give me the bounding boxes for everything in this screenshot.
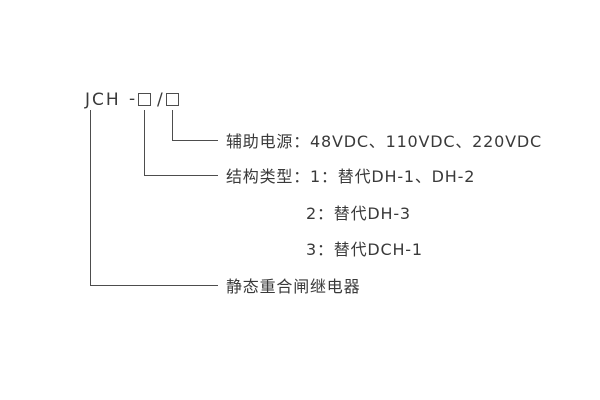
connector-structure-type-horizontal <box>144 175 218 176</box>
callout-aux-power: 辅助电源：48VDC、110VDC、220VDC <box>226 132 542 151</box>
callout-structure-type: 结构类型：1：替代DH-1、DH-2 <box>226 167 476 186</box>
connector-structure-type-vertical <box>144 110 145 175</box>
callout-structure-type-option-3: 3：替代DCH-1 <box>306 240 423 259</box>
aux-power-placeholder-box <box>166 93 179 106</box>
connector-aux-power-vertical <box>172 110 173 140</box>
structure-type-placeholder-box <box>138 93 151 106</box>
connector-base-model-vertical <box>90 110 91 285</box>
connector-base-model-horizontal <box>90 285 218 286</box>
model-dash: - <box>129 89 136 109</box>
callout-base-model: 静态重合闸继电器 <box>226 277 361 296</box>
callout-structure-type-option-2: 2：替代DH-3 <box>306 204 411 223</box>
model-slash: / <box>157 90 163 110</box>
connector-aux-power-horizontal <box>172 140 218 141</box>
model-prefix: JCH <box>85 90 121 110</box>
